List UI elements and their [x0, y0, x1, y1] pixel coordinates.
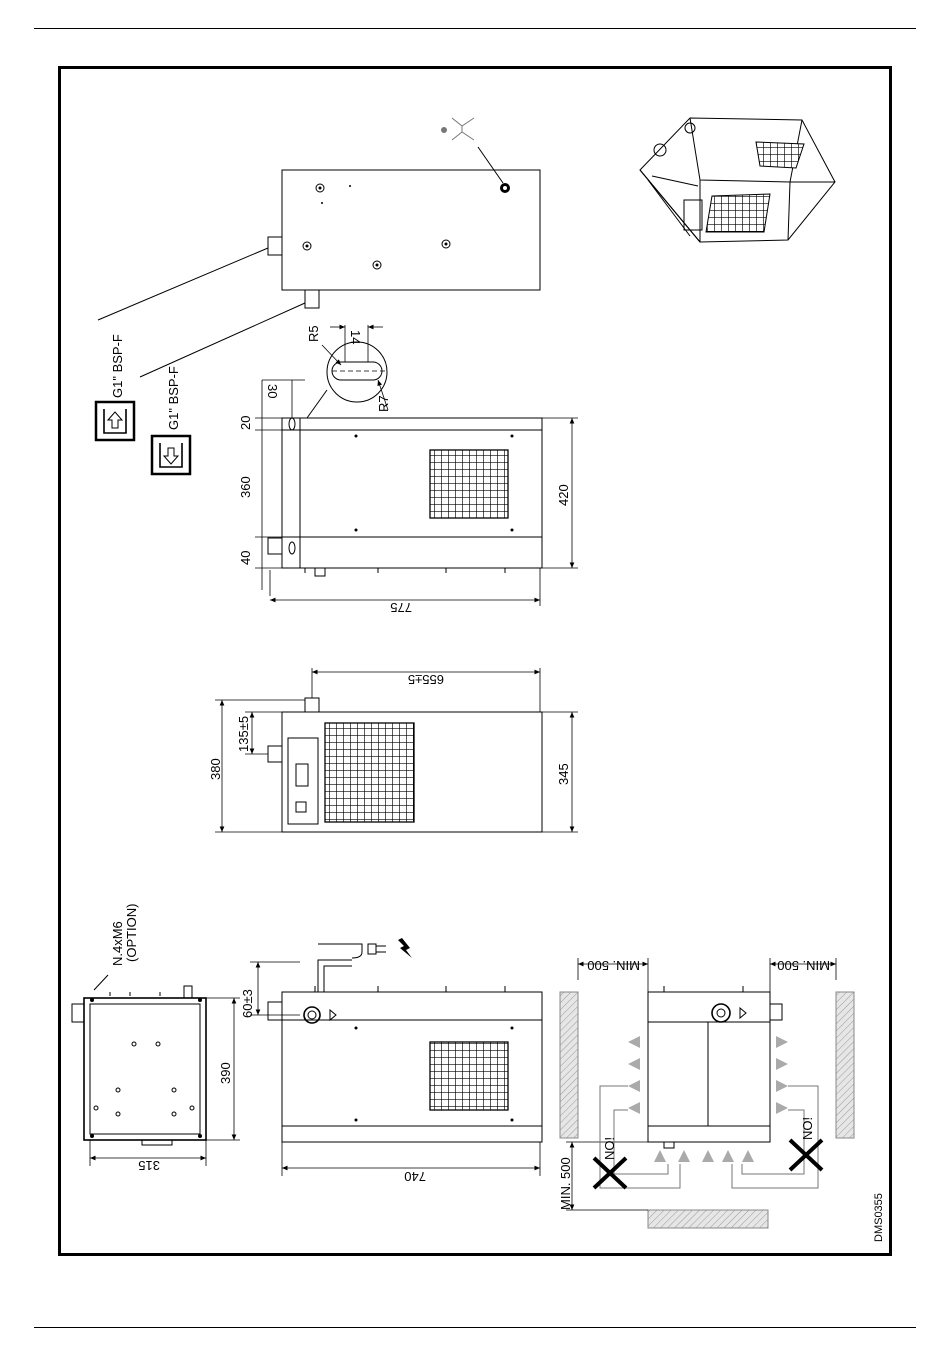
label-135: 135±5	[236, 716, 251, 752]
isometric-view	[640, 118, 835, 242]
left-side-view	[72, 975, 240, 1166]
label-g1-inlet: G1" BSP-F	[110, 334, 125, 398]
label-345: 345	[556, 763, 571, 785]
label-420: 420	[556, 484, 571, 506]
label-740: 740	[404, 1169, 426, 1184]
inlet-symbol	[96, 402, 134, 440]
electric-bolt-icon	[398, 938, 412, 958]
label-nx-m6: N.4xM6	[110, 921, 125, 966]
label-40: 40	[238, 551, 253, 565]
clearance-view	[560, 958, 854, 1228]
label-14: 14	[348, 330, 363, 344]
label-no-right: NO!	[800, 1117, 815, 1140]
label-min500-right: MIN. 500	[777, 958, 830, 973]
label-r7: R7	[376, 395, 391, 412]
no-cross-left	[594, 1158, 626, 1188]
outlet-symbol	[152, 436, 190, 474]
label-min500-left-rot: MIN. 500	[587, 958, 640, 973]
label-775: 775	[390, 600, 412, 615]
label-g1-outlet: G1" BSP-F	[166, 366, 181, 430]
label-r5: R5	[306, 325, 321, 342]
label-min500-bottom: MIN. 500	[558, 1157, 573, 1210]
label-30: 30	[265, 384, 280, 398]
front-view	[268, 698, 542, 832]
label-no-left: NO!	[602, 1137, 617, 1160]
label-60: 60±3	[240, 989, 255, 1018]
label-315: 315	[138, 1158, 160, 1173]
label-655: 655±5	[408, 672, 444, 687]
drain-icon	[441, 118, 474, 140]
label-20: 20	[238, 416, 253, 430]
no-cross-right	[790, 1140, 822, 1170]
mount-dimensions	[255, 380, 578, 606]
label-380: 380	[208, 758, 223, 780]
side-view-electrical	[250, 938, 542, 1176]
label-drawing-code: DMS0355	[873, 1193, 885, 1242]
label-option: (OPTION)	[124, 904, 139, 963]
label-390: 390	[218, 1062, 233, 1084]
side-view-mount	[268, 418, 542, 576]
label-360: 360	[238, 476, 253, 498]
